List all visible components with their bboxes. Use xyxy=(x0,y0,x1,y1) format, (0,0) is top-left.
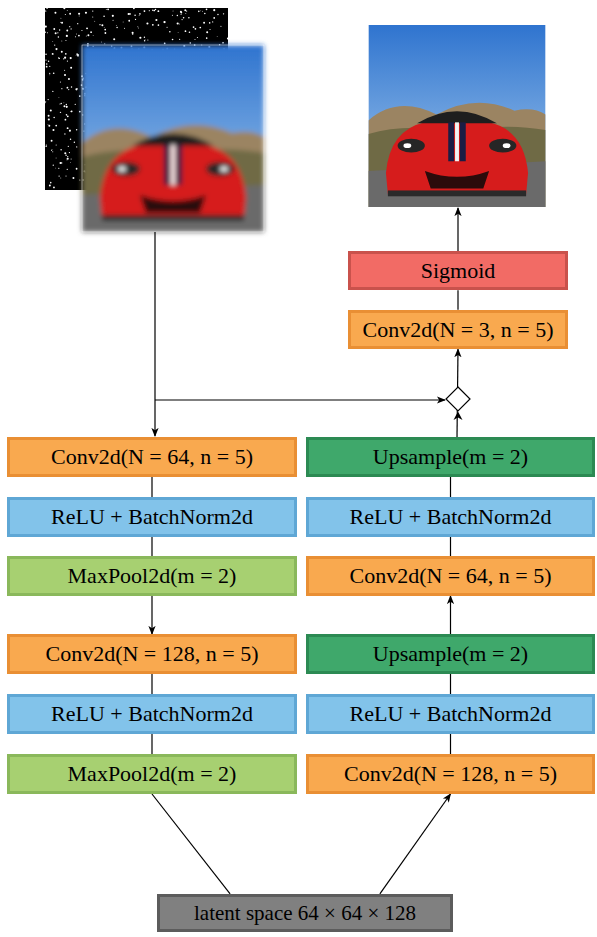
connector xyxy=(152,794,230,894)
conv-box: Conv2d(N = 128, n = 5) xyxy=(7,634,297,674)
output-line xyxy=(457,208,458,251)
activation-box: ReLU + BatchNorm2d xyxy=(306,497,595,537)
connector xyxy=(450,596,451,634)
connector xyxy=(151,734,152,754)
connector xyxy=(457,290,458,310)
skip-line xyxy=(155,399,445,400)
node-label: Conv2d(N = 128, n = 5) xyxy=(344,761,557,786)
node-label: ReLU + BatchNorm2d xyxy=(350,504,552,529)
connector xyxy=(151,477,152,497)
conv-box: Conv2d(N = 3, n = 5) xyxy=(348,310,568,349)
concat-arrowhead xyxy=(454,412,463,421)
upsample-box: Upsample(m = 2) xyxy=(306,634,595,674)
node-label: ReLU + BatchNorm2d xyxy=(350,701,552,726)
node-label: MaxPool2d(m = 2) xyxy=(68,563,237,588)
connector xyxy=(450,537,451,556)
image-frame xyxy=(82,45,264,232)
connector xyxy=(380,794,451,894)
activation-box: ReLU + BatchNorm2d xyxy=(7,694,297,734)
input-image xyxy=(82,45,264,232)
connector xyxy=(450,477,451,497)
node-label: Conv2d(N = 64, n = 5) xyxy=(51,444,253,469)
node-label: ReLU + BatchNorm2d xyxy=(51,504,253,529)
node-label: ReLU + BatchNorm2d xyxy=(51,701,253,726)
input-line xyxy=(154,232,155,436)
node-label: Conv2d(N = 3, n = 5) xyxy=(362,317,553,342)
node-label: Conv2d(N = 128, n = 5) xyxy=(45,641,258,666)
node-label: latent space 64 × 64 × 128 xyxy=(194,901,416,925)
node-label: Conv2d(N = 64, n = 5) xyxy=(349,563,551,588)
latent-box: latent space 64 × 64 × 128 xyxy=(157,894,453,932)
node-label: Upsample(m = 2) xyxy=(373,641,528,666)
connector xyxy=(450,674,451,694)
node-label: Sigmoid xyxy=(421,258,496,283)
pool-box: MaxPool2d(m = 2) xyxy=(7,556,297,596)
conv-box: Conv2d(N = 64, n = 5) xyxy=(7,437,297,477)
activation-box: ReLU + BatchNorm2d xyxy=(7,497,297,537)
upsample-box: Upsample(m = 2) xyxy=(306,437,595,477)
node-label: Upsample(m = 2) xyxy=(373,444,528,469)
connector xyxy=(450,734,451,754)
output-image xyxy=(368,25,545,207)
sigmoid-box: Sigmoid xyxy=(348,251,568,290)
conv-box: Conv2d(N = 128, n = 5) xyxy=(306,754,595,794)
connector xyxy=(151,537,152,556)
connector xyxy=(151,596,152,634)
activation-box: ReLU + BatchNorm2d xyxy=(306,694,595,734)
connector xyxy=(151,674,152,694)
node-label: MaxPool2d(m = 2) xyxy=(68,761,237,786)
conv-box: Conv2d(N = 64, n = 5) xyxy=(306,556,595,596)
concat-diamond xyxy=(446,387,470,411)
pool-box: MaxPool2d(m = 2) xyxy=(7,754,297,794)
